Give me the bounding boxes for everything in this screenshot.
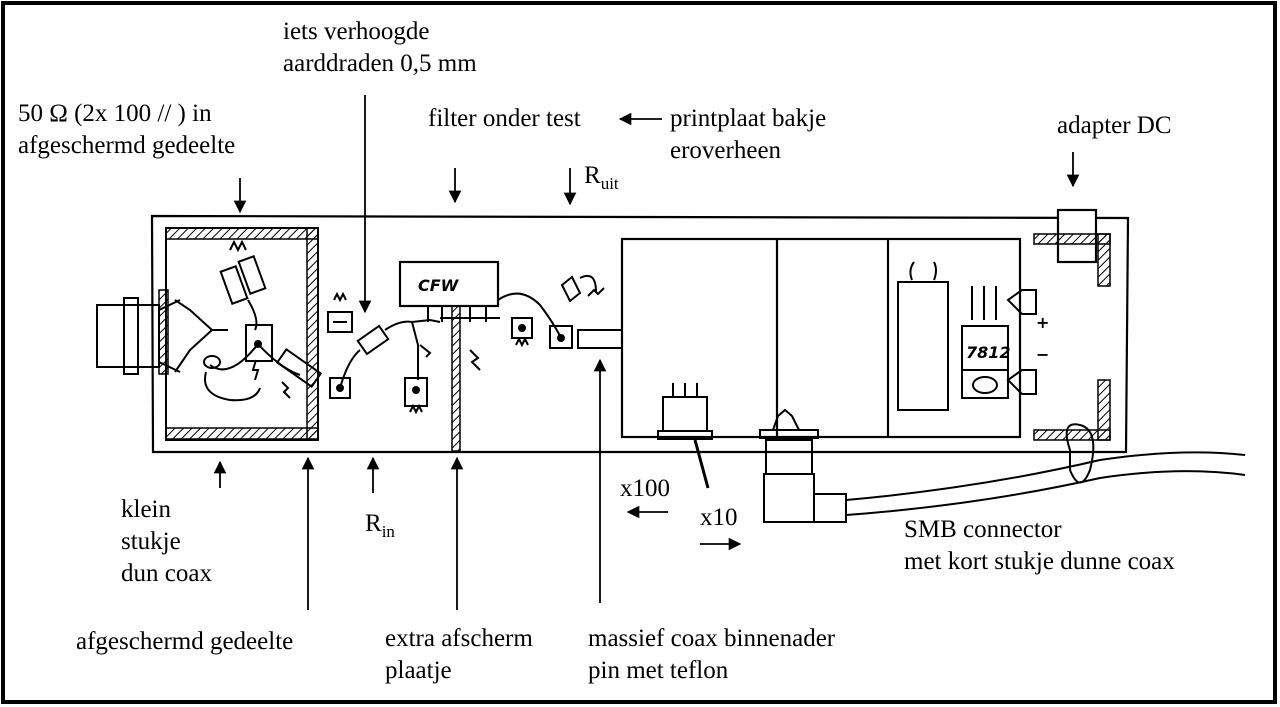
bnc-connector bbox=[96, 297, 228, 375]
amp-components bbox=[657, 383, 819, 489]
r-in-label: Rin bbox=[365, 510, 395, 541]
dc-adapter-jack bbox=[1033, 208, 1111, 484]
filter-under-test-label: filter onder test bbox=[428, 105, 581, 132]
input-section bbox=[327, 291, 441, 415]
small-coax-label: klein stukje dun coax bbox=[121, 496, 212, 587]
cfw-label: CFW bbox=[418, 276, 460, 295]
resistor-50-label: 50 Ω (2x 100 // ) in afgeschermd gedeelt… bbox=[18, 100, 236, 159]
x100-label: x100 bbox=[620, 475, 670, 502]
pcb-tray-label: printplaat bakje eroverheen bbox=[670, 105, 827, 164]
smb-connector-label: SMB connector met kort stukje dunne coax bbox=[904, 516, 1175, 575]
shielded-section-label: afgeschermd gedeelte bbox=[76, 628, 294, 655]
amplifier-compartments bbox=[620, 237, 1022, 439]
output-section bbox=[469, 274, 623, 371]
compartment-wiring bbox=[203, 239, 323, 402]
regulator-section bbox=[897, 261, 1037, 411]
plus-mark: + bbox=[1036, 313, 1049, 332]
extra-shield-label: extra afscherm plaatje bbox=[385, 625, 533, 684]
x10-label: x10 bbox=[700, 504, 738, 531]
solid-coax-label: massief coax binnenader pin met teflon bbox=[588, 625, 836, 684]
pointer-arrows bbox=[213, 95, 1080, 610]
minus-mark: − bbox=[1036, 345, 1049, 364]
shielded-compartment bbox=[158, 227, 319, 441]
smb-connector bbox=[763, 451, 1246, 523]
earth-wires-label: iets verhoogde aarddraden 0,5 mm bbox=[283, 18, 477, 77]
adapter-dc-label: adapter DC bbox=[1057, 112, 1172, 139]
enclosure bbox=[150, 214, 1130, 454]
regulator-label: 7812 bbox=[966, 343, 1011, 362]
r-out-label: Ruit bbox=[584, 162, 619, 193]
cfw-filter: CFW bbox=[398, 260, 500, 322]
extra-shield-plate bbox=[451, 305, 461, 452]
